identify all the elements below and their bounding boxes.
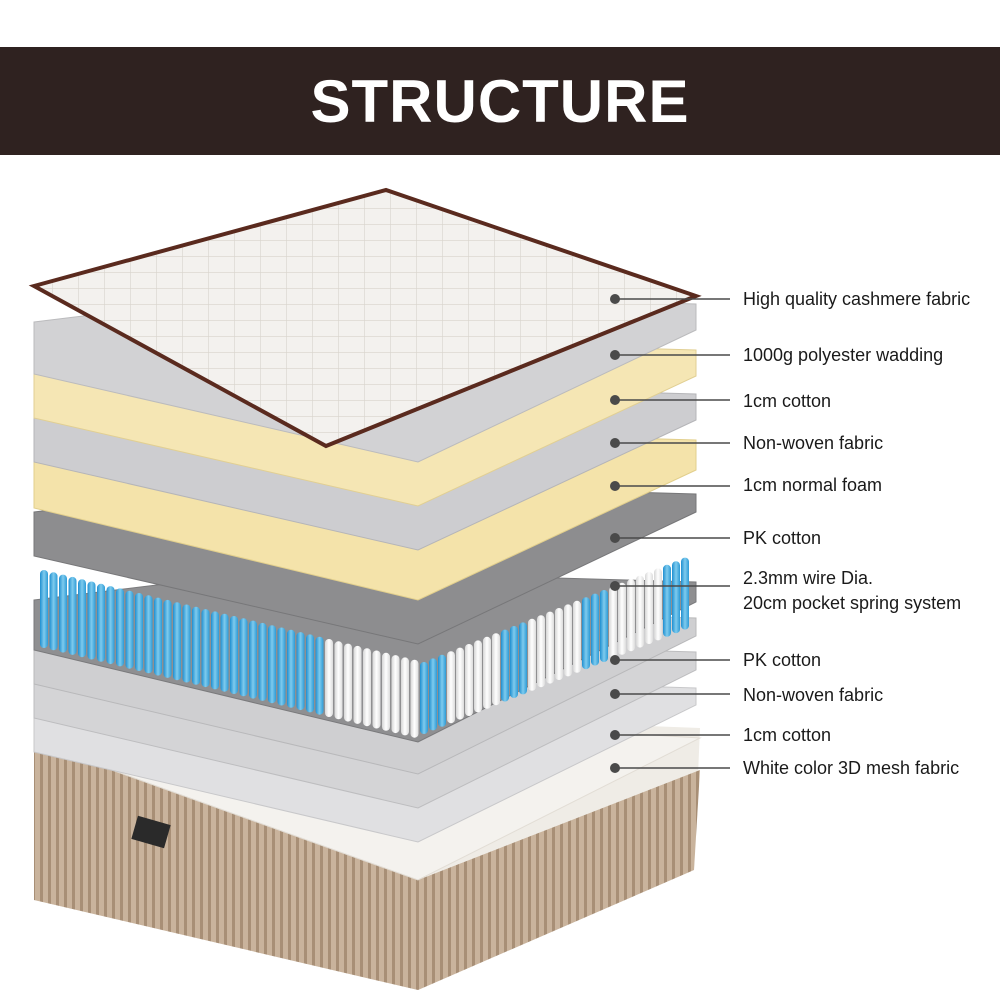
- spring-coil: [429, 658, 437, 731]
- spring-coil: [258, 622, 267, 701]
- spring-coil: [49, 572, 58, 651]
- spring-coil: [474, 640, 482, 713]
- spring-coil: [78, 579, 86, 658]
- spring-coil: [59, 574, 67, 653]
- label-spring-system: 20cm pocket spring system: [743, 593, 962, 613]
- spring-coil: [201, 609, 210, 688]
- label-non-woven-top: Non-woven fabric: [743, 433, 884, 453]
- label-pk-cotton-top: PK cotton: [743, 528, 822, 548]
- spring-coil: [447, 651, 455, 724]
- label-1cm-cotton-top: 1cm cotton: [743, 391, 832, 411]
- spring-coil: [600, 590, 608, 662]
- spring-coil: [125, 590, 134, 669]
- spring-coil: [438, 654, 446, 727]
- spring-coil: [382, 652, 390, 731]
- spring-coil: [154, 597, 162, 676]
- spring-coil: [546, 611, 554, 684]
- spring-coil: [456, 647, 464, 720]
- spring-coil: [211, 611, 219, 690]
- spring-coil: [163, 599, 172, 678]
- spring-coil: [483, 636, 491, 709]
- spring-coil: [510, 626, 518, 698]
- layer-cashmere-fabric: [28, 187, 702, 449]
- spring-coil: [555, 608, 563, 680]
- spring-coil: [645, 572, 653, 644]
- spring-coil: [277, 627, 286, 706]
- title-banner: STRUCTURE: [0, 47, 1000, 155]
- spring-coil: [182, 604, 191, 683]
- spring-coil: [306, 634, 314, 713]
- spring-coil: [372, 650, 381, 729]
- spring-coil: [654, 568, 662, 641]
- spring-coil: [40, 570, 48, 648]
- label-cashmere-fabric: High quality cashmere fabric: [743, 289, 971, 309]
- label-pk-cotton-bottom: PK cotton: [743, 650, 822, 670]
- label-3d-mesh-fabric: White color 3D mesh fabric: [743, 758, 960, 778]
- spring-coil: [420, 662, 428, 734]
- label-wire-diameter: 2.3mm wire Dia.: [743, 568, 874, 588]
- spring-coil: [68, 576, 77, 655]
- label-normal-foam: 1cm normal foam: [743, 475, 883, 495]
- spring-coil: [537, 615, 545, 688]
- spring-coil: [681, 557, 689, 630]
- spring-coil: [135, 593, 143, 671]
- spring-coil: [268, 625, 276, 704]
- spring-coil: [296, 632, 305, 711]
- spring-coil: [564, 604, 572, 677]
- spring-coil: [230, 616, 238, 694]
- spring-coil: [192, 606, 200, 685]
- spring-coil: [353, 645, 362, 724]
- spring-coil: [519, 622, 527, 695]
- spring-coil: [220, 613, 229, 692]
- spring-coil: [249, 620, 257, 699]
- spring-coil: [410, 659, 419, 738]
- spring-coil: [315, 636, 324, 715]
- label-polyester-wadding: 1000g polyester wadding: [743, 345, 944, 365]
- spring-coil: [144, 595, 153, 674]
- spring-coil: [87, 581, 96, 660]
- spring-coil: [363, 648, 371, 727]
- spring-coil: [116, 588, 124, 667]
- spring-coil: [106, 586, 115, 665]
- brand-tag-icon: [131, 815, 171, 849]
- spring-coil: [401, 657, 409, 736]
- spring-coil: [573, 600, 581, 673]
- spring-coil: [465, 644, 473, 716]
- banner-title: STRUCTURE: [310, 67, 690, 135]
- spring-coil: [287, 629, 295, 708]
- spring-coil: [627, 579, 635, 652]
- spring-coil: [492, 633, 500, 706]
- spring-coil: [609, 586, 617, 659]
- spring-coil: [391, 655, 400, 734]
- spring-coil: [344, 643, 352, 722]
- leader-lines: [610, 294, 730, 773]
- spring-coil: [618, 582, 626, 655]
- label-1cm-cotton-bottom: 1cm cotton: [743, 725, 832, 745]
- spring-coil: [672, 561, 680, 634]
- label-pocket-spring: 2.3mm wire Dia. 20cm pocket spring syste…: [743, 566, 961, 616]
- spring-coil: [239, 618, 248, 697]
- spring-coil: [636, 575, 644, 648]
- spring-coil: [501, 629, 509, 702]
- spring-coil: [334, 641, 343, 720]
- label-non-woven-bottom: Non-woven fabric: [743, 685, 884, 705]
- spring-coil: [97, 583, 105, 662]
- spring-coil: [591, 593, 599, 666]
- spring-coil: [173, 602, 181, 681]
- spring-coil: [663, 564, 671, 637]
- pocket-spring-unit: [40, 557, 689, 738]
- spring-coil: [528, 618, 536, 691]
- spring-coil: [325, 639, 333, 717]
- spring-coil: [582, 597, 590, 670]
